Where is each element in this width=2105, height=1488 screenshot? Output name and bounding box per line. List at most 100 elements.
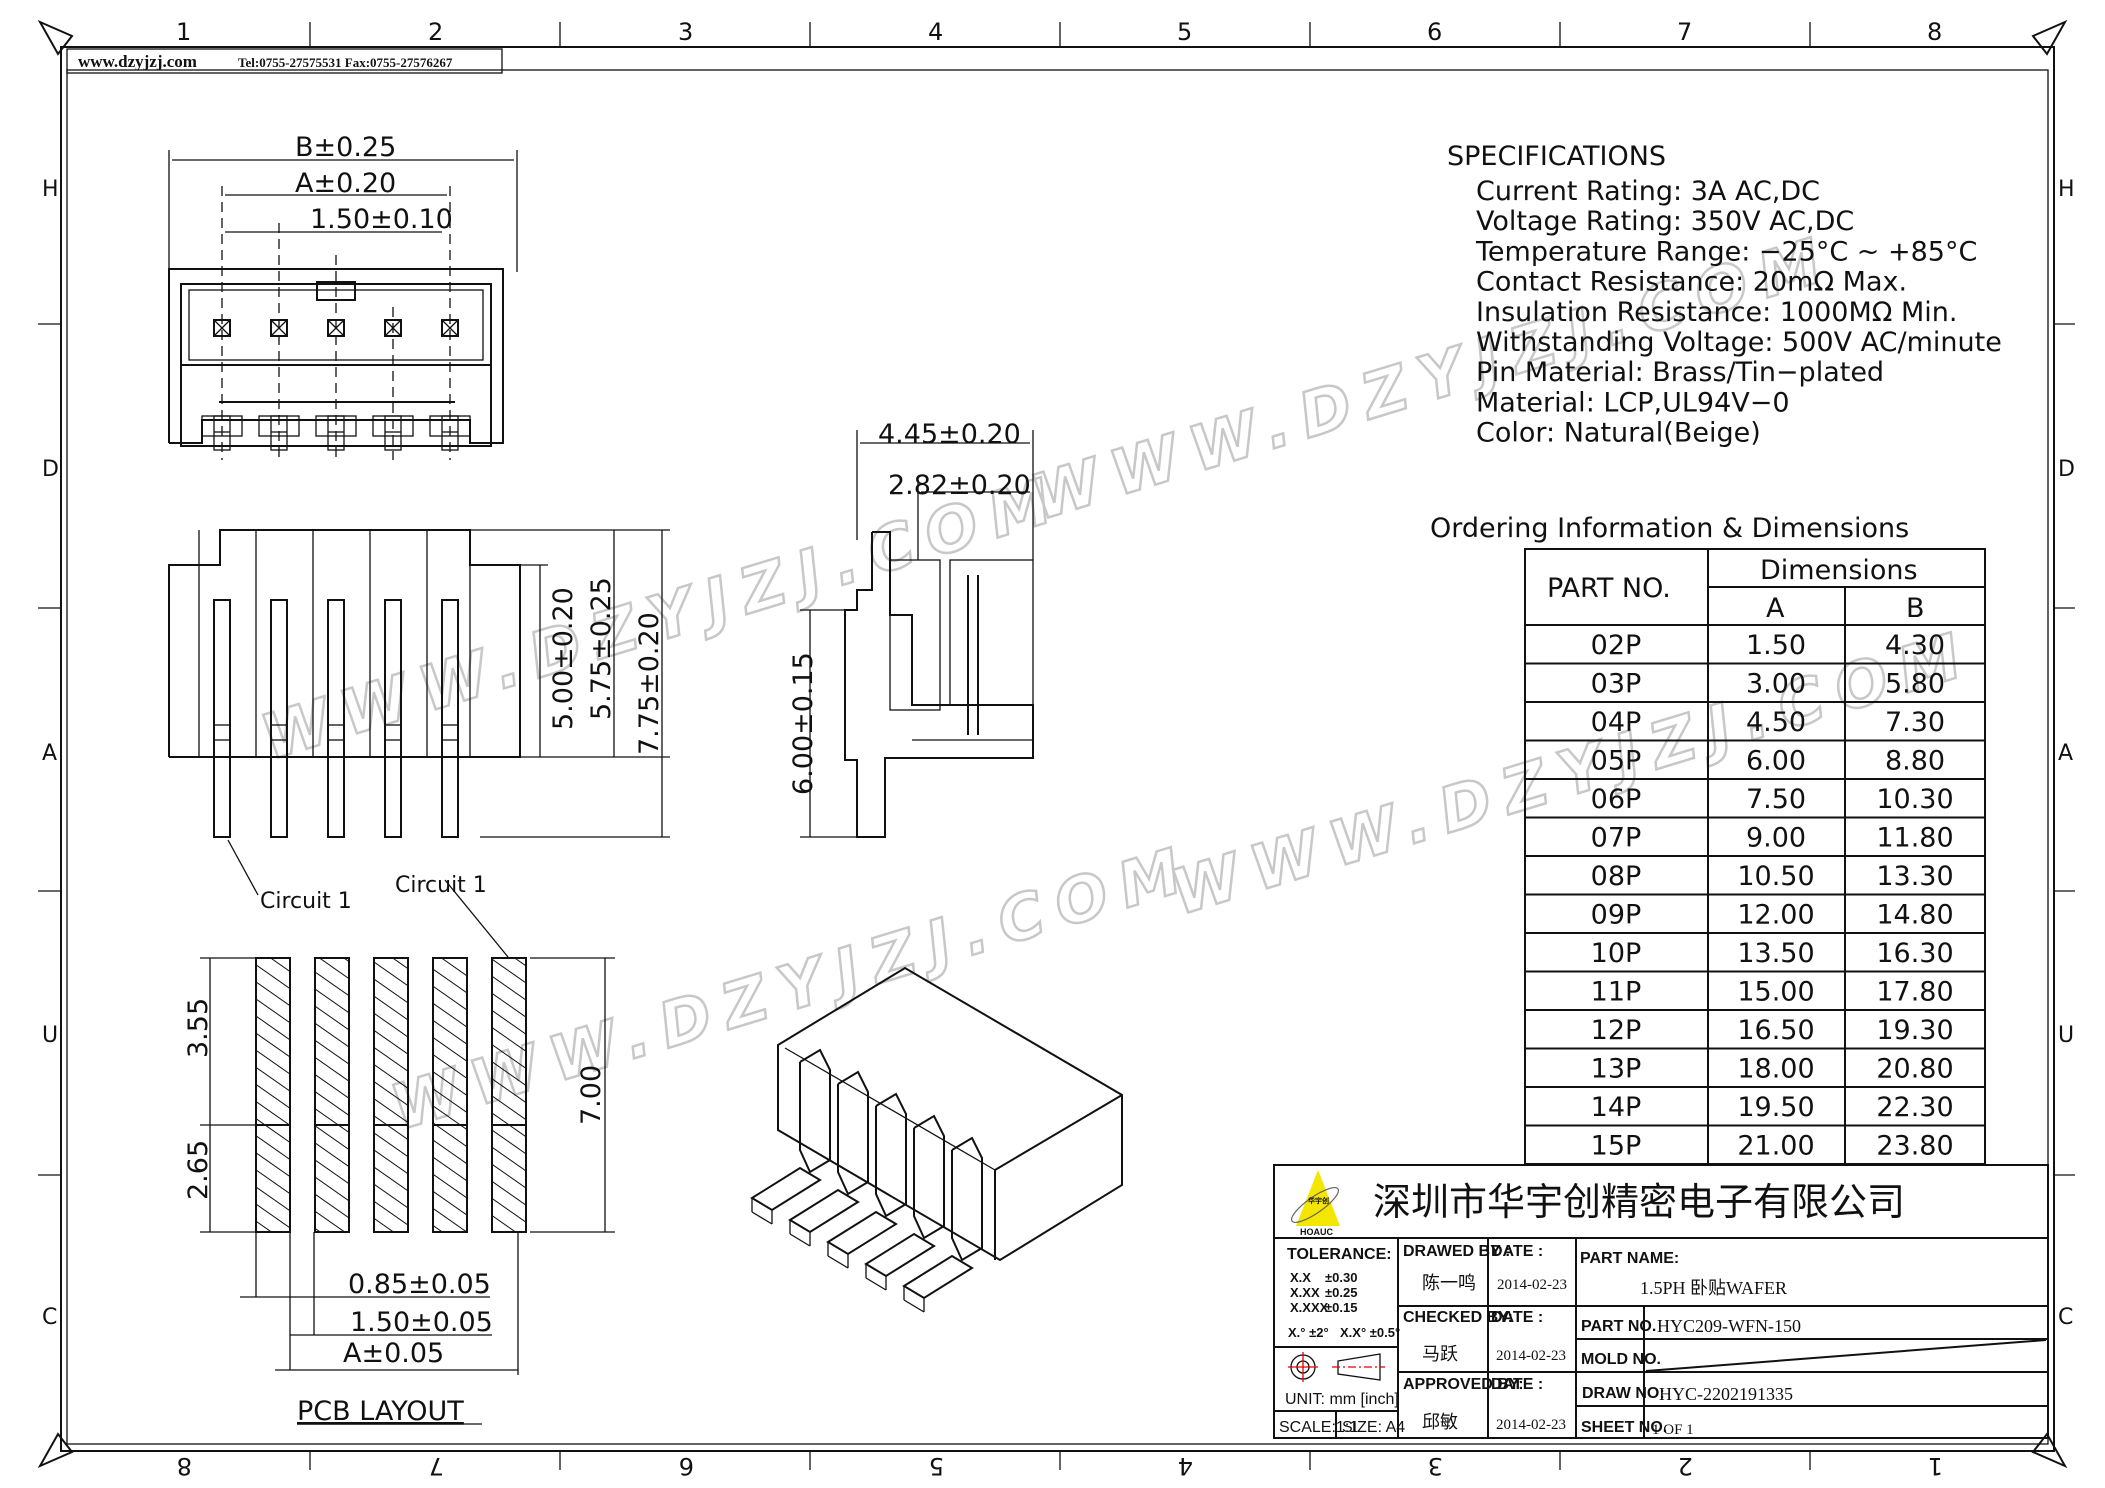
cell-part-no: 04P — [1591, 707, 1642, 738]
side-view: 5.00±0.20 5.75±0.25 7.75±0.20 Circuit 1 — [168, 529, 670, 914]
size-label: SIZE: A4 — [1342, 1419, 1405, 1436]
approved-by: 邱敏 — [1422, 1412, 1458, 1432]
cell-part-no: 13P — [1591, 1054, 1642, 1085]
pin — [384, 599, 402, 838]
ruler-number: 1 — [176, 18, 191, 46]
cell-a: 7.50 — [1746, 784, 1806, 815]
circuit-1-label: Circuit 1 — [260, 889, 352, 914]
pin-square — [441, 319, 459, 337]
col-dimensions: Dimensions — [1760, 555, 1918, 586]
tolerance-value: ±0.15 — [1325, 1300, 1357, 1315]
corner-arrow-icon — [37, 1432, 74, 1469]
cell-a: 4.50 — [1746, 707, 1806, 738]
site-url: www.dzyjzj.com — [78, 52, 197, 71]
approved-by-label: APPROVED BY: — [1403, 1376, 1524, 1393]
cell-part-no: 03P — [1591, 669, 1642, 700]
cell-a: 12.00 — [1737, 900, 1814, 931]
spec-item: Contact Resistance: 20mΩ Max. — [1476, 267, 1907, 298]
cell-part-no: 09P — [1591, 900, 1642, 931]
dim-4-45: 4.45±0.20 — [878, 419, 1021, 450]
cell-b: 17.80 — [1876, 977, 1953, 1008]
ruler-number: 4 — [928, 18, 943, 46]
draw-no: HYC-2202191335 — [1659, 1384, 1793, 1404]
row-letter: D — [42, 457, 59, 482]
contact-info: Tel:0755-27575531 Fax:0755-27576267 — [238, 55, 453, 70]
row-letter: U — [2058, 1023, 2074, 1048]
ruler-number: 6 — [679, 1452, 694, 1480]
isometric-view — [750, 966, 1123, 1313]
iso-pin-foot — [788, 1188, 860, 1234]
ruler-number: 1 — [1928, 1452, 1943, 1480]
col-b: B — [1906, 593, 1925, 624]
ruler-number: 3 — [678, 18, 693, 46]
dim-3-55: 3.55 — [183, 998, 214, 1058]
logo-cn: 华宇创 — [1308, 1196, 1329, 1205]
table-row: 03P 3.00 5.80 — [1525, 662, 1985, 700]
projection-symbol-icon — [1288, 1352, 1385, 1382]
iso-pin-foot — [826, 1210, 898, 1256]
logo-text: HOAUC — [1300, 1227, 1333, 1237]
scale-label: SCALE:1:1 — [1279, 1419, 1358, 1436]
ruler-number: 6 — [1427, 18, 1442, 46]
cell-a: 3.00 — [1746, 669, 1806, 700]
ruler-number: 5 — [1177, 18, 1192, 46]
dim-0-85: 0.85±0.05 — [348, 1269, 491, 1300]
pcb-layout: Circuit 1 3.55 2.65 7.00 0.85±0.05 1.50±… — [183, 873, 615, 1427]
row-letter: C — [42, 1305, 57, 1330]
sheet-no: 1 OF 1 — [1652, 1422, 1694, 1438]
unit-label: UNIT: mm [inch] — [1285, 1391, 1399, 1408]
part-name-label: PART NAME: — [1580, 1250, 1679, 1267]
cell-part-no: 07P — [1591, 823, 1642, 854]
cell-b: 5.80 — [1885, 669, 1945, 700]
ruler-number: 2 — [428, 18, 443, 46]
cell-b: 16.30 — [1876, 938, 1953, 969]
iso-pin — [951, 1136, 983, 1262]
dim-5-75: 5.75±0.25 — [586, 577, 617, 720]
part-no: HYC209-WFN-150 — [1657, 1316, 1801, 1336]
specifications: SPECIFICATIONS Current Rating: 3A AC,DCV… — [1447, 141, 2002, 449]
cell-b: 11.80 — [1876, 823, 1953, 854]
company-name: 深圳市华宇创精密电子有限公司 — [1373, 1180, 1905, 1224]
dim-b: B±0.25 — [295, 132, 396, 163]
angle-tolerance-2: X.X° ±0.5° — [1340, 1325, 1400, 1340]
ruler-number: 2 — [1678, 1452, 1693, 1480]
iso-pin — [799, 1048, 831, 1174]
checked-by-label: CHECKED BY: — [1403, 1309, 1513, 1326]
cell-a: 19.50 — [1737, 1092, 1814, 1123]
mold-no-label: MOLD NO. — [1581, 1351, 1661, 1368]
dim-2-65: 2.65 — [183, 1140, 214, 1200]
tolerance-value: ±0.25 — [1325, 1285, 1357, 1300]
title-block: 华宇创 HOAUC 深圳市华宇创精密电子有限公司 TOLERANCE: X.X ±… — [1273, 1164, 2049, 1439]
specifications-title: SPECIFICATIONS — [1447, 141, 1666, 172]
tolerance-label: TOLERANCE: — [1287, 1246, 1392, 1263]
tolerance-value: ±0.30 — [1325, 1270, 1357, 1285]
cell-b: 8.80 — [1885, 746, 1945, 777]
section-view: 4.45±0.20 2.82±0.20 6.00±0.15 — [788, 419, 1034, 838]
cell-a: 15.00 — [1737, 977, 1814, 1008]
cell-part-no: 05P — [1591, 746, 1642, 777]
pin-square — [384, 319, 402, 337]
pin-square — [213, 319, 231, 337]
contact-header: www.dzyjzj.com Tel:0755-27575531 Fax:075… — [66, 48, 503, 74]
cell-part-no: 15P — [1591, 1131, 1642, 1162]
cell-part-no: 14P — [1591, 1092, 1642, 1123]
pin — [213, 599, 231, 838]
dim-a: A±0.05 — [343, 1338, 444, 1369]
top-view: B±0.25 A±0.20 1.50±0.10 — [168, 132, 518, 460]
spec-item: Temperature Range: −25°C ~ +85°C — [1475, 236, 1977, 267]
cell-b: 4.30 — [1885, 630, 1945, 661]
ruler-number: 8 — [1927, 18, 1942, 46]
cell-b: 7.30 — [1885, 707, 1945, 738]
spec-item: Color: Natural(Beige) — [1476, 418, 1761, 449]
ruler-number: 3 — [1428, 1452, 1443, 1480]
ruler-number: 5 — [929, 1452, 944, 1480]
part-no-label: PART NO. — [1581, 1318, 1656, 1335]
ruler-number: 7 — [1677, 18, 1692, 46]
spec-item: Withstanding Voltage: 500V AC/minute — [1476, 327, 2002, 358]
tolerance-format: X.X — [1290, 1270, 1311, 1285]
date-label: DATE : — [1491, 1243, 1543, 1260]
